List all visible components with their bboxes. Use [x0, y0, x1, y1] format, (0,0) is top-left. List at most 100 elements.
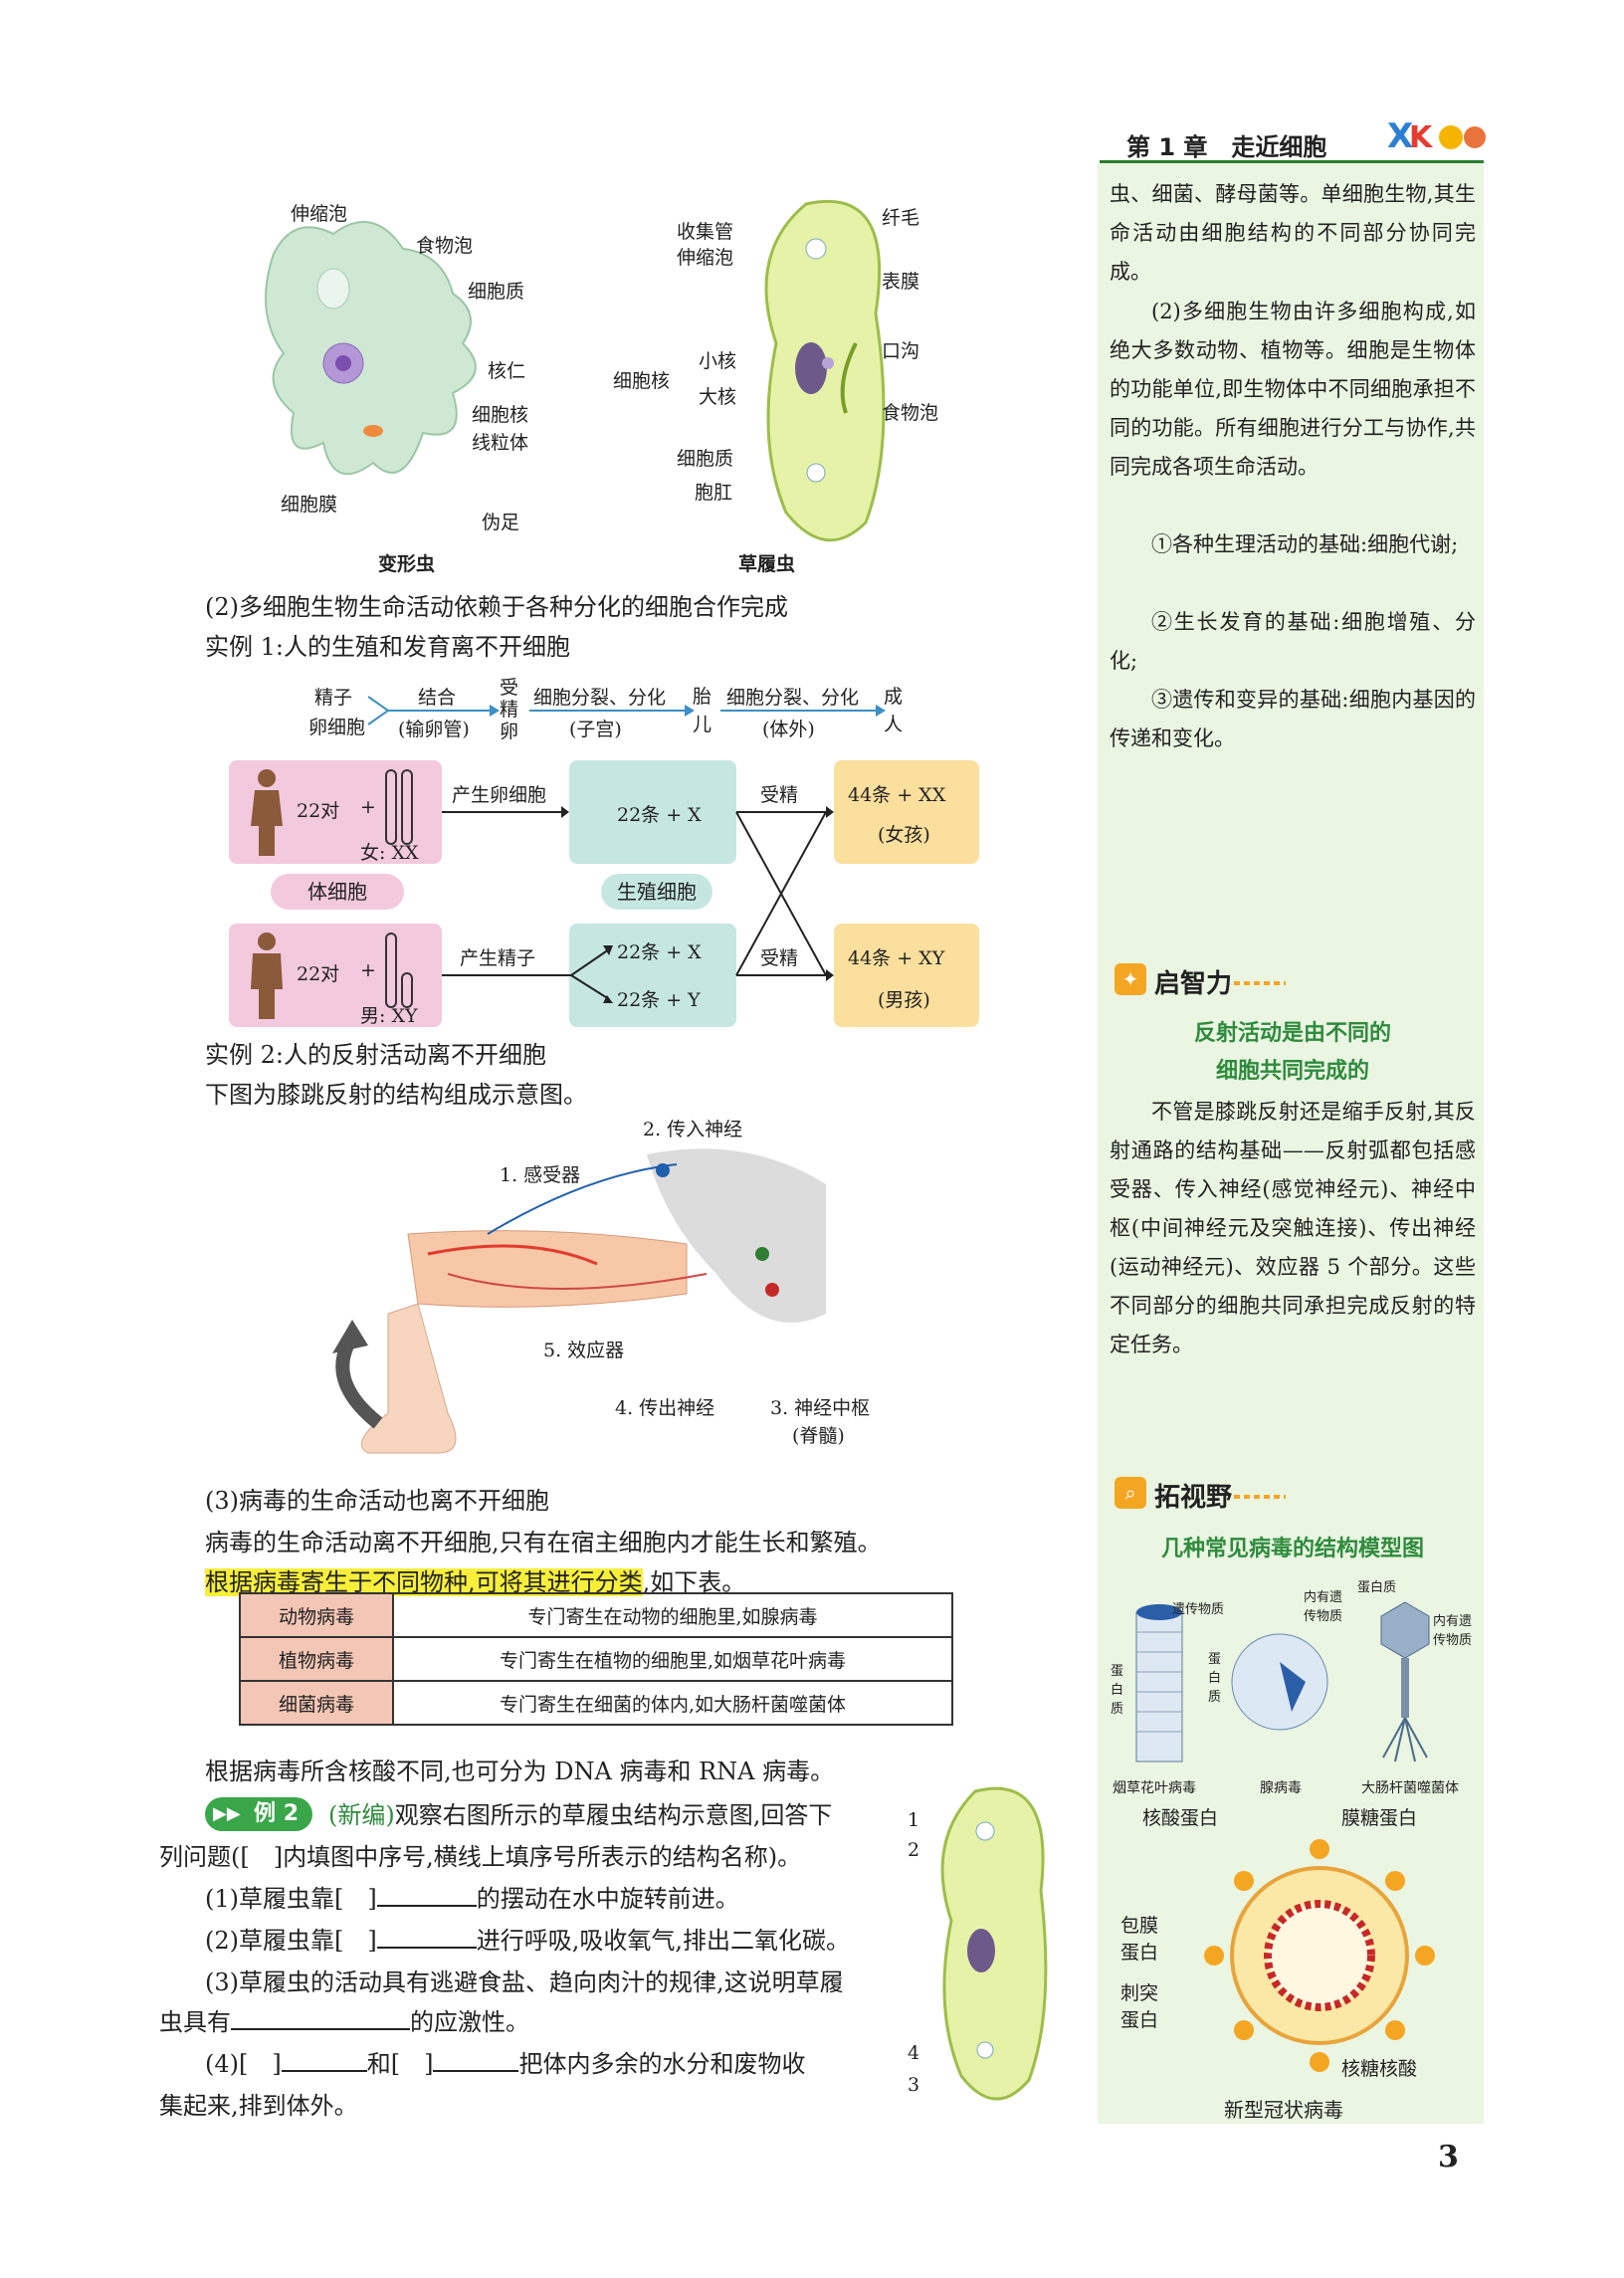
amoeba-label: 伸缩泡 [291, 203, 348, 225]
svg-text:X: X [1387, 116, 1413, 156]
produce-egg-label: 产生卵细胞 [452, 784, 547, 806]
flow-zygote: 受精卵 [500, 677, 519, 742]
answer-blank[interactable] [231, 2004, 410, 2030]
sperm-box [569, 924, 736, 1027]
boy-box [834, 924, 979, 1027]
reflex-label: 1. 感受器 [500, 1164, 581, 1186]
covid-label: 刺突蛋白 [1120, 1982, 1159, 2031]
flow-place1: (子宫) [569, 719, 622, 740]
flow-div1: 细胞分裂、分化 [533, 687, 667, 709]
flow-fetus: 胎儿 [693, 686, 712, 735]
virus-label: 遗传物质 [1172, 1602, 1225, 1617]
chapter-logo-icon: X K [1387, 116, 1486, 156]
sidebar-p4: ②生长发育的基础:细胞增殖、分化; [1110, 610, 1476, 673]
example2-title: 实例 2:人的反射活动离不开细胞 [205, 1041, 546, 1069]
chapter-header: 第 1 章 走近细胞 [1126, 133, 1327, 161]
figure-number: 1 [908, 1809, 920, 1831]
amoeba-label: 食物泡 [416, 235, 474, 257]
title-decoration [1234, 981, 1286, 985]
reflex-label: 2. 传入神经 [643, 1119, 743, 1140]
paramecium-label: 小核 [699, 350, 737, 372]
amoeba-label: 细胞质 [468, 281, 525, 303]
figure-number: 3 [908, 2074, 920, 2096]
title-decoration [1234, 1495, 1286, 1499]
virus-desc-cell: 专门寄生在动物的细胞里,如腺病毒 [392, 1592, 953, 1638]
example-badge: ▶▶例 2 [205, 1797, 312, 1831]
page-number: 3 [1438, 2140, 1459, 2174]
box1-subtitle: 反射活动是由不同的 [1193, 1021, 1391, 1046]
flow-fert: 结合 [418, 687, 457, 709]
reflex-label: 3. 神经中枢 [770, 1397, 871, 1419]
answer-blank[interactable] [281, 2046, 367, 2072]
produce-sperm-label: 产生精子 [460, 947, 536, 969]
boy-label: (男孩) [878, 989, 930, 1011]
female-figure-icon [251, 769, 283, 856]
amoeba-label: 细胞核 [472, 404, 529, 426]
sperm-y: 22条 + Y [617, 989, 701, 1011]
amoeba-label: 细胞膜 [281, 494, 338, 516]
covid-label: 膜糖蛋白 [1341, 1807, 1418, 1829]
paramecium-label: 胞肛 [695, 482, 733, 504]
covid-label: 包膜蛋白 [1120, 1915, 1159, 1964]
flow-adult: 成人 [884, 686, 904, 735]
male-chr: 男: XY [360, 1005, 418, 1027]
badge-arrow-icon: ▶▶ [213, 1803, 241, 1824]
virus-desc-cell: 专门寄生在植物的细胞里,如烟草花叶病毒 [392, 1636, 953, 1682]
sidebar-p1: 虫、细菌、酵母菌等。单细胞生物,其生命活动由细胞结构的不同部分协同完成。 [1110, 182, 1476, 284]
question-4: (4)[ ]和[ ]把体内多余的水分和废物收 [205, 2044, 805, 2084]
reflex-label: 5. 效应器 [543, 1340, 625, 1361]
section2-heading: (2)多细胞生物生命活动依赖于各种分化的细胞合作完成 [205, 593, 788, 621]
paramecium-label: 口沟 [882, 340, 920, 362]
paramecium-label: 纤毛 [882, 207, 920, 229]
flow-egg: 卵细胞 [308, 717, 366, 738]
xy-chromosome-icon [385, 932, 413, 1008]
section3-p3: 根据病毒所含核酸不同,也可分为 DNA 病毒和 RNA 病毒。 [205, 1758, 835, 1785]
virus-name: 烟草花叶病毒 [1113, 1780, 1196, 1796]
flow-arrows [368, 696, 886, 725]
amoeba-label: 核仁 [488, 360, 526, 382]
example-paramecium-diagram [940, 1786, 1048, 2101]
section3-p2-rest: ,如下表。 [642, 1568, 746, 1596]
covid-caption: 新型冠状病毒 [1224, 2098, 1343, 2122]
question-4b: 集起来,排到体外。 [159, 2092, 358, 2120]
boy-content: 44条 + XY [848, 947, 945, 969]
sidebar-p5: ③遗传和变异的基础:细胞内基因的传递和变化。 [1110, 688, 1476, 750]
answer-blank[interactable] [376, 1881, 477, 1907]
flow-fert-place: (输卵管) [398, 719, 470, 740]
answer-blank[interactable] [376, 1923, 477, 1949]
somatic-pill: 体细胞 [271, 874, 404, 910]
flow-sperm: 精子 [314, 687, 353, 709]
header-rule [1100, 160, 1484, 163]
example2-desc: 下图为膝跳反射的结构组成示意图。 [205, 1081, 587, 1109]
female-plus: + [360, 796, 376, 818]
male-plus: + [360, 959, 376, 981]
table-row: 动物病毒专门寄生在动物的细胞里,如腺病毒 [239, 1592, 953, 1638]
paramecium-label: 食物泡 [882, 402, 939, 424]
reflex-label: 4. 传出神经 [615, 1397, 715, 1419]
question-2: (2)草履虫靠[ ]进行呼吸,吸收氧气,排出二氧化碳。 [205, 1921, 850, 1961]
fert-label-bottom: 受精 [760, 947, 799, 969]
virus-models-diagram [1135, 1601, 1430, 1762]
virus-name: 腺病毒 [1260, 1780, 1302, 1796]
xx-chromosome-icon [385, 769, 413, 845]
virus-label: 蛋白质 [1208, 1652, 1222, 1705]
paramecium-label: 表膜 [882, 271, 920, 293]
paramecium-caption: 草履虫 [738, 553, 796, 575]
virus-type-cell: 细菌病毒 [239, 1680, 394, 1726]
covid-label: 核糖核酸 [1341, 2058, 1418, 2080]
answer-blank[interactable] [433, 2046, 519, 2072]
table-row: 细菌病毒专门寄生在细菌的体内,如大肠杆菌噬菌体 [239, 1680, 953, 1726]
box1-title: 启智力 [1154, 969, 1233, 999]
gamete-arrows [442, 806, 834, 1003]
paramecium-label: 伸缩泡 [677, 247, 734, 269]
fert-label-top: 受精 [760, 784, 799, 806]
amoeba-label: 线粒体 [472, 432, 529, 454]
table-row: 植物病毒专门寄生在植物的细胞里,如烟草花叶病毒 [239, 1636, 953, 1682]
germ-pill: 生殖细胞 [601, 874, 712, 910]
egg-box [569, 760, 736, 864]
section3-p1: 病毒的生命活动离不开细胞,只有在宿主细胞内才能生长和繁殖。 [205, 1529, 882, 1556]
box1-text: 不管是膝跳反射还是缩手反射,其反射通路的结构基础——反射弧都包括感受器、传入神经… [1110, 1100, 1476, 1356]
brain-icon: ✦ [1115, 963, 1146, 995]
flow-div2: 细胞分裂、分化 [726, 687, 860, 709]
virus-label: 蛋白质 [1357, 1580, 1397, 1595]
